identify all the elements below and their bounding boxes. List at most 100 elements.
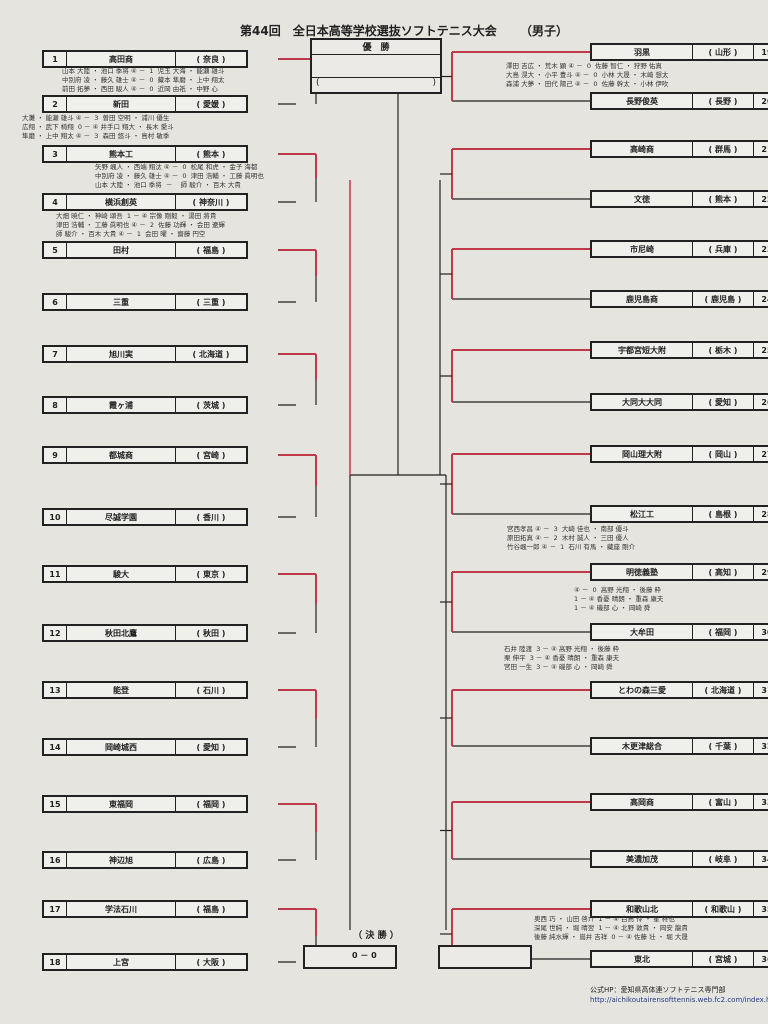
team-name: 尽誠学園 xyxy=(67,510,176,524)
team-entry: 高岡商( 富山 )33 xyxy=(590,793,768,811)
team-name: 霞ヶ浦 xyxy=(67,398,176,412)
team-prefecture: ( 愛媛 ) xyxy=(196,99,226,109)
team-entry: 岡山理大附( 岡山 )27 xyxy=(590,445,768,463)
team-name: 神辺旭 xyxy=(67,853,176,867)
team-name: 高崎商 xyxy=(592,142,693,156)
match-result: 大灘 ・ 能瀬 雄斗 ④ － 3 曽田 空明 ・ 浦川 優生 広翔 ・ 武下 椅… xyxy=(22,114,174,140)
team-name: 長野俊英 xyxy=(592,94,693,108)
team-number: 18 xyxy=(44,955,67,969)
team-number: 20 xyxy=(761,96,768,106)
team-prefecture: ( 宮崎 ) xyxy=(196,450,226,460)
team-prefecture: ( 熊本 ) xyxy=(196,149,226,159)
footer-link[interactable]: http://aichikoutairensofttennis.web.fc2.… xyxy=(590,996,768,1004)
team-entry: 松江工( 島根 ) 28 xyxy=(590,505,768,523)
team-prefecture: ( 長野 ) xyxy=(693,94,754,108)
team-number: 28 xyxy=(761,509,768,519)
team-name: 鹿児島商 xyxy=(592,292,693,306)
team-number: 13 xyxy=(44,683,67,697)
team-name: 宇都宮短大附 xyxy=(592,343,693,357)
team-prefecture: ( 鹿児島 ) xyxy=(693,292,754,306)
team-name: 能登 xyxy=(67,683,176,697)
team-prefecture: ( 福島 ) xyxy=(196,245,226,255)
team-entry: 和歌山北( 和歌山 )35 xyxy=(590,900,768,918)
team-number: 2 xyxy=(44,97,67,111)
team-number: 17 xyxy=(44,902,67,916)
team-prefecture: ( 茨城 ) xyxy=(196,400,226,410)
team-number: 32 xyxy=(761,741,768,751)
team-prefecture: ( 福岡 ) xyxy=(693,625,754,639)
match-result: 石井 陸渡 3 － ④ 高野 光翔 ・ 後藤 粋 栗 伸平 3 － ④ 香憂 晴… xyxy=(504,645,620,671)
team-prefecture: ( 福岡 ) xyxy=(196,799,226,809)
team-number: 24 xyxy=(761,294,768,304)
team-number: 16 xyxy=(44,853,67,867)
team-number: 25 xyxy=(761,345,768,355)
team-number: 11 xyxy=(44,567,67,581)
team-prefecture: ( 高知 ) xyxy=(693,565,754,579)
team-entry: 鹿児島商( 鹿児島 ) 24 xyxy=(590,290,768,308)
team-entry: 東北( 宮城 )36 xyxy=(590,950,768,968)
team-name: 横浜創英 xyxy=(67,195,176,209)
team-number: 35 xyxy=(761,904,768,914)
team-name: 学法石川 xyxy=(67,902,176,916)
team-name: 市尼崎 xyxy=(592,242,693,256)
team-entry: 羽黒( 山形 )19 xyxy=(590,43,768,61)
team-number: 9 xyxy=(44,448,67,462)
team-name: 高岡商 xyxy=(592,795,693,809)
finalist-right-box xyxy=(438,945,532,969)
team-number: 34 xyxy=(761,854,768,864)
match-result: 宮西孝昌 ④ － 3 大崎 佳也 ・ 南部 優斗 原田拓真 ④ － 2 木村 誠… xyxy=(507,525,636,551)
team-name: 駿大 xyxy=(67,567,176,581)
page-title: 第44回 全日本高等学校選抜ソフトテニス大会 xyxy=(240,24,497,38)
team-name: 文徳 xyxy=(592,192,693,206)
team-entry: 長野俊英( 長野 ) 20 xyxy=(590,92,768,110)
team-name: 熊本工 xyxy=(67,147,176,161)
team-prefecture: ( 三重 ) xyxy=(196,297,226,307)
team-number: 23 xyxy=(761,244,768,254)
team-name: 岡山理大附 xyxy=(592,447,693,461)
team-name: 東北 xyxy=(592,952,693,966)
team-name: 大牟田 xyxy=(592,625,693,639)
team-entry: 明徳義塾( 高知 )29 xyxy=(590,563,768,581)
match-result: 澤田 吉広 ・ 荒木 顕 ④ － 0 佐藤 智仁 ・ 狩野 佑真 大島 滉大 ・… xyxy=(506,62,669,88)
team-name: 羽黒 xyxy=(592,45,693,59)
team-prefecture: ( 栃木 ) xyxy=(693,343,754,357)
team-prefecture: ( 香川 ) xyxy=(196,512,226,522)
footer: 公式HP：愛知県高体連ソフトテニス専門部 http://aichikoutair… xyxy=(590,985,768,1005)
team-prefecture: ( 島根 ) xyxy=(693,507,754,521)
team-number: 6 xyxy=(44,295,67,309)
team-prefecture: ( 群馬 ) xyxy=(693,142,754,156)
team-prefecture: ( 石川 ) xyxy=(196,685,226,695)
team-name: 岡崎城西 xyxy=(67,740,176,754)
team-number: 21 xyxy=(761,144,768,154)
team-entry: 市尼崎( 兵庫 )23 xyxy=(590,240,768,258)
team-number: 3 xyxy=(44,147,67,161)
match-result: ④ － 0 高野 光翔 ・ 後藤 粋 1 － ④ 香憂 晴朗 ・ 重森 康夫 1… xyxy=(574,586,664,612)
team-name: 松江工 xyxy=(592,507,693,521)
team-prefecture: ( 北海道 ) xyxy=(192,349,230,359)
team-name: 木更津総合 xyxy=(592,739,693,753)
team-prefecture: ( 岡山 ) xyxy=(693,447,754,461)
team-entry: 大牟田( 福岡 )30 xyxy=(590,623,768,641)
team-prefecture: ( 宮城 ) xyxy=(693,952,754,966)
team-name: 高田商 xyxy=(67,52,176,66)
champion-pref: () xyxy=(312,77,440,92)
team-prefecture: ( 神奈川 ) xyxy=(192,197,230,207)
team-entry: 大同大大同( 愛知 )26 xyxy=(590,393,768,411)
team-name: 新田 xyxy=(67,97,176,111)
team-number: 5 xyxy=(44,243,67,257)
team-number: 14 xyxy=(44,740,67,754)
team-prefecture: ( 北海道 ) xyxy=(693,683,754,697)
team-entry: とわの森三愛( 北海道 )31 xyxy=(590,681,768,699)
final-label: （ 決 勝 ） xyxy=(353,931,399,941)
champion-box: 優 勝 () xyxy=(310,38,442,94)
team-number: 10 xyxy=(44,510,67,524)
